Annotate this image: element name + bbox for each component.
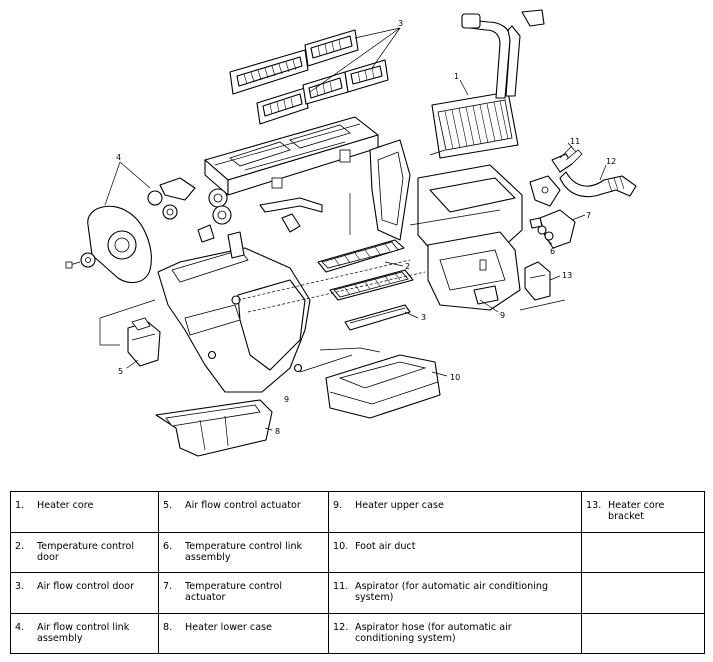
legend-label: Heater core xyxy=(37,500,94,511)
heater-lower-case xyxy=(155,399,273,457)
legend-number: 10. xyxy=(333,540,349,552)
callout-1: 1 xyxy=(454,72,459,81)
parts-legend-table: 1. Heater core 5. Air flow control actuato… xyxy=(10,491,705,654)
callout-leaders xyxy=(126,27,607,431)
callout-4: 4 xyxy=(116,153,121,162)
legend-number: 2. xyxy=(15,540,25,552)
callout-8: 8 xyxy=(275,427,280,436)
callout-6: 6 xyxy=(550,247,555,256)
legend-cell xyxy=(581,572,705,614)
legend-number: 6. xyxy=(163,540,173,552)
callout-numbers: 1 2 3 3 4 5 6 7 8 9 9 10 11 12 13 xyxy=(116,19,616,436)
air-flow-control-door-low xyxy=(344,304,411,331)
legend-cell: 5. Air flow control actuator xyxy=(158,491,329,533)
legend-row: 3. Air flow control door 7. Temperature co… xyxy=(10,572,705,614)
legend-number: 13. xyxy=(586,500,602,511)
legend-number: 7. xyxy=(163,581,173,592)
legend-label: Temperature control link assembly xyxy=(185,540,303,563)
callout-3-top: 3 xyxy=(398,19,403,28)
legend-cell xyxy=(581,531,705,573)
legend-cell: 13. Heater core bracket xyxy=(581,491,705,533)
legend-cell: 6. Temperature control link assembly xyxy=(158,531,329,573)
legend-cell: 8. Heater lower case xyxy=(158,612,329,654)
air-flow-control-link-assembly xyxy=(65,161,323,284)
heater-core-bracket xyxy=(524,261,551,301)
legend-label: Foot air duct xyxy=(355,540,416,552)
legend-number: 8. xyxy=(163,621,173,633)
heater-core xyxy=(431,9,545,159)
legend-number: 1. xyxy=(15,500,25,511)
legend-cell xyxy=(581,612,705,654)
legend-number: 3. xyxy=(15,581,25,592)
callout-12: 12 xyxy=(606,157,616,166)
air-flow-control-door-mid xyxy=(329,269,414,301)
callout-9-left: 9 xyxy=(284,395,289,404)
legend-number: 5. xyxy=(163,500,173,511)
legend-label: Heater core bracket xyxy=(608,500,665,522)
air-flow-control-actuator xyxy=(127,317,161,367)
heater-upper-case-right xyxy=(369,139,523,311)
legend-cell: 1. Heater core xyxy=(10,491,159,533)
legend-number: 12. xyxy=(333,621,349,633)
legend-cell: 9. Heater upper case xyxy=(328,491,582,533)
legend-number: 9. xyxy=(333,500,343,511)
legend-label: Air flow control link assembly xyxy=(37,621,130,644)
legend-label: Temperature control actuator xyxy=(185,581,283,603)
assembly-guide-lines xyxy=(99,149,566,373)
legend-label: Air flow control door xyxy=(37,581,135,592)
legend-label: Temperature control door xyxy=(37,540,135,563)
legend-cell: 3. Air flow control door xyxy=(10,572,159,614)
callout-5: 5 xyxy=(118,367,123,376)
legend-cell: 12. Aspirator hose (for automatic air con… xyxy=(328,612,582,654)
callout-11: 11 xyxy=(570,137,580,146)
temperature-control-door xyxy=(317,239,405,273)
callout-13: 13 xyxy=(562,271,572,280)
callout-9-right: 9 xyxy=(500,311,505,320)
callout-3-bottom: 3 xyxy=(421,313,426,322)
temperature-control-actuator xyxy=(529,175,576,249)
foot-air-duct xyxy=(325,354,441,419)
heater-upper-case-left xyxy=(157,231,311,393)
legend-label: Aspirator (for automatic air conditionin… xyxy=(355,581,549,603)
legend-number: 11. xyxy=(333,581,349,592)
callout-10: 10 xyxy=(450,373,460,382)
callout-2: 2 xyxy=(405,262,410,271)
legend-cell: 7. Temperature control actuator xyxy=(158,572,329,614)
legend-label: Aspirator hose (for automatic air condit… xyxy=(355,621,512,644)
legend-cell: 10. Foot air duct xyxy=(328,531,582,573)
legend-cell: 2. Temperature control door xyxy=(10,531,159,573)
legend-row: 2. Temperature control door 6. Temperature… xyxy=(10,531,705,573)
aspirator-hose xyxy=(559,171,637,198)
legend-label: Air flow control actuator xyxy=(185,500,301,511)
air-flow-control-doors-top xyxy=(229,29,389,125)
aspirator xyxy=(551,142,583,173)
legend-cell: 4. Air flow control link assembly xyxy=(10,612,159,654)
legend-label: Heater upper case xyxy=(355,500,444,511)
callout-7: 7 xyxy=(586,211,591,220)
exploded-diagram: 1 2 3 3 4 5 6 7 8 9 9 10 11 12 13 xyxy=(65,9,637,457)
legend-row: 1. Heater core 5. Air flow control actuato… xyxy=(10,491,705,533)
legend-row: 4. Air flow control link assembly 8. Heate… xyxy=(10,612,705,654)
legend-label: Heater lower case xyxy=(185,621,272,633)
legend-cell: 11. Aspirator (for automatic air conditio… xyxy=(328,572,582,614)
legend-number: 4. xyxy=(15,621,25,633)
upper-case-cover xyxy=(204,116,379,196)
